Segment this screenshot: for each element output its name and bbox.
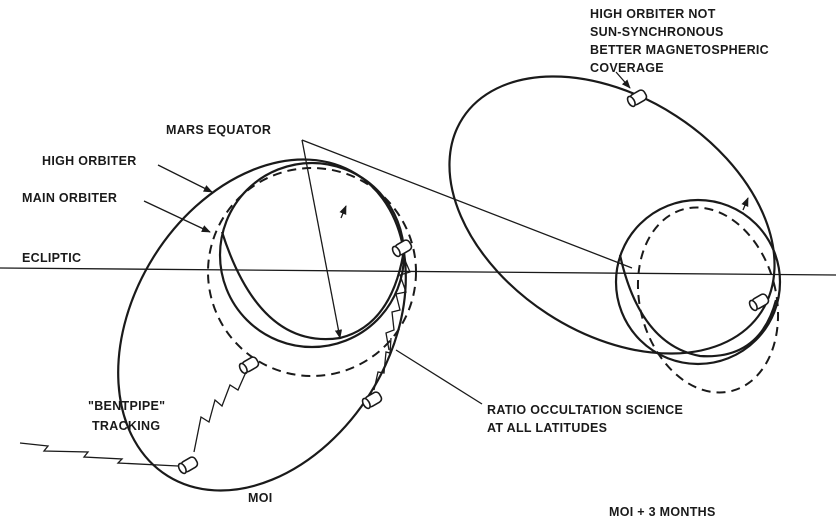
label-note-line4: COVERAGE: [590, 61, 664, 75]
label-mars-equator: MARS EQUATOR: [166, 123, 271, 137]
high-orbit-right: [448, 75, 776, 355]
caption-moi-plus-3: MOI + 3 MONTHS: [609, 505, 716, 519]
mars-equator-curve-right: [618, 254, 778, 358]
satellite-left-mid: [238, 356, 260, 375]
relay-link-2: [385, 257, 411, 351]
label-radio-line2: AT ALL LATITUDES: [487, 421, 607, 435]
leader-mars-equator-right: [301, 139, 633, 269]
pole-arrow-left: [339, 205, 347, 219]
main-orbit-right: [636, 206, 780, 394]
caption-moi: MOI: [248, 491, 273, 505]
earth-link: [19, 442, 179, 467]
moi-panel: [19, 139, 633, 492]
label-note-line1: HIGH ORBITER NOT: [590, 7, 716, 21]
satellite-left-right: [361, 391, 383, 410]
satellite-left-top: [391, 239, 413, 258]
label-note-line2: SUN-SYNCHRONOUS: [590, 25, 724, 39]
satellite-right-mid: [748, 293, 770, 312]
moi-plus-3-panel: [448, 71, 782, 394]
label-main-orbiter: MAIN ORBITER: [22, 191, 117, 205]
label-high-orbiter: HIGH ORBITER: [42, 154, 137, 168]
label-tracking: TRACKING: [92, 419, 160, 433]
label-note-line3: BETTER MAGNETOSPHERIC: [590, 43, 769, 57]
leader-high-orbiter: [157, 164, 213, 193]
ecliptic-line: [0, 267, 836, 276]
label-radio-line1: RATIO OCCULTATION SCIENCE: [487, 403, 683, 417]
label-ecliptic: ECLIPTIC: [22, 251, 81, 265]
leader-mars-equator: [301, 139, 343, 339]
mars-planet-right: [614, 198, 782, 366]
leader-radio: [395, 349, 483, 405]
leader-main-orbiter: [143, 200, 211, 233]
label-bentpipe: "BENTPIPE": [88, 399, 165, 413]
satellite-left-bottom: [177, 456, 199, 475]
leader-note: [615, 71, 631, 89]
main-orbit-left: [207, 167, 417, 377]
pole-arrow-right: [741, 197, 749, 211]
relay-link-3: [373, 337, 392, 391]
relay-link-1: [193, 371, 247, 453]
satellite-right-top: [626, 89, 648, 108]
